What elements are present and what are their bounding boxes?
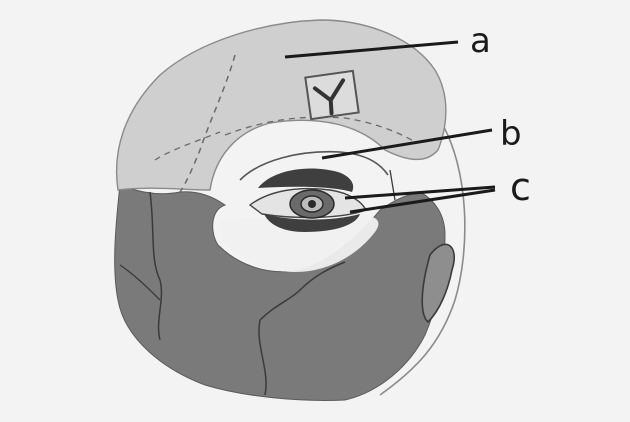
label-b: b — [500, 114, 522, 154]
label-c: c — [510, 165, 531, 209]
pupil — [308, 200, 316, 208]
label-a: a — [470, 21, 491, 61]
